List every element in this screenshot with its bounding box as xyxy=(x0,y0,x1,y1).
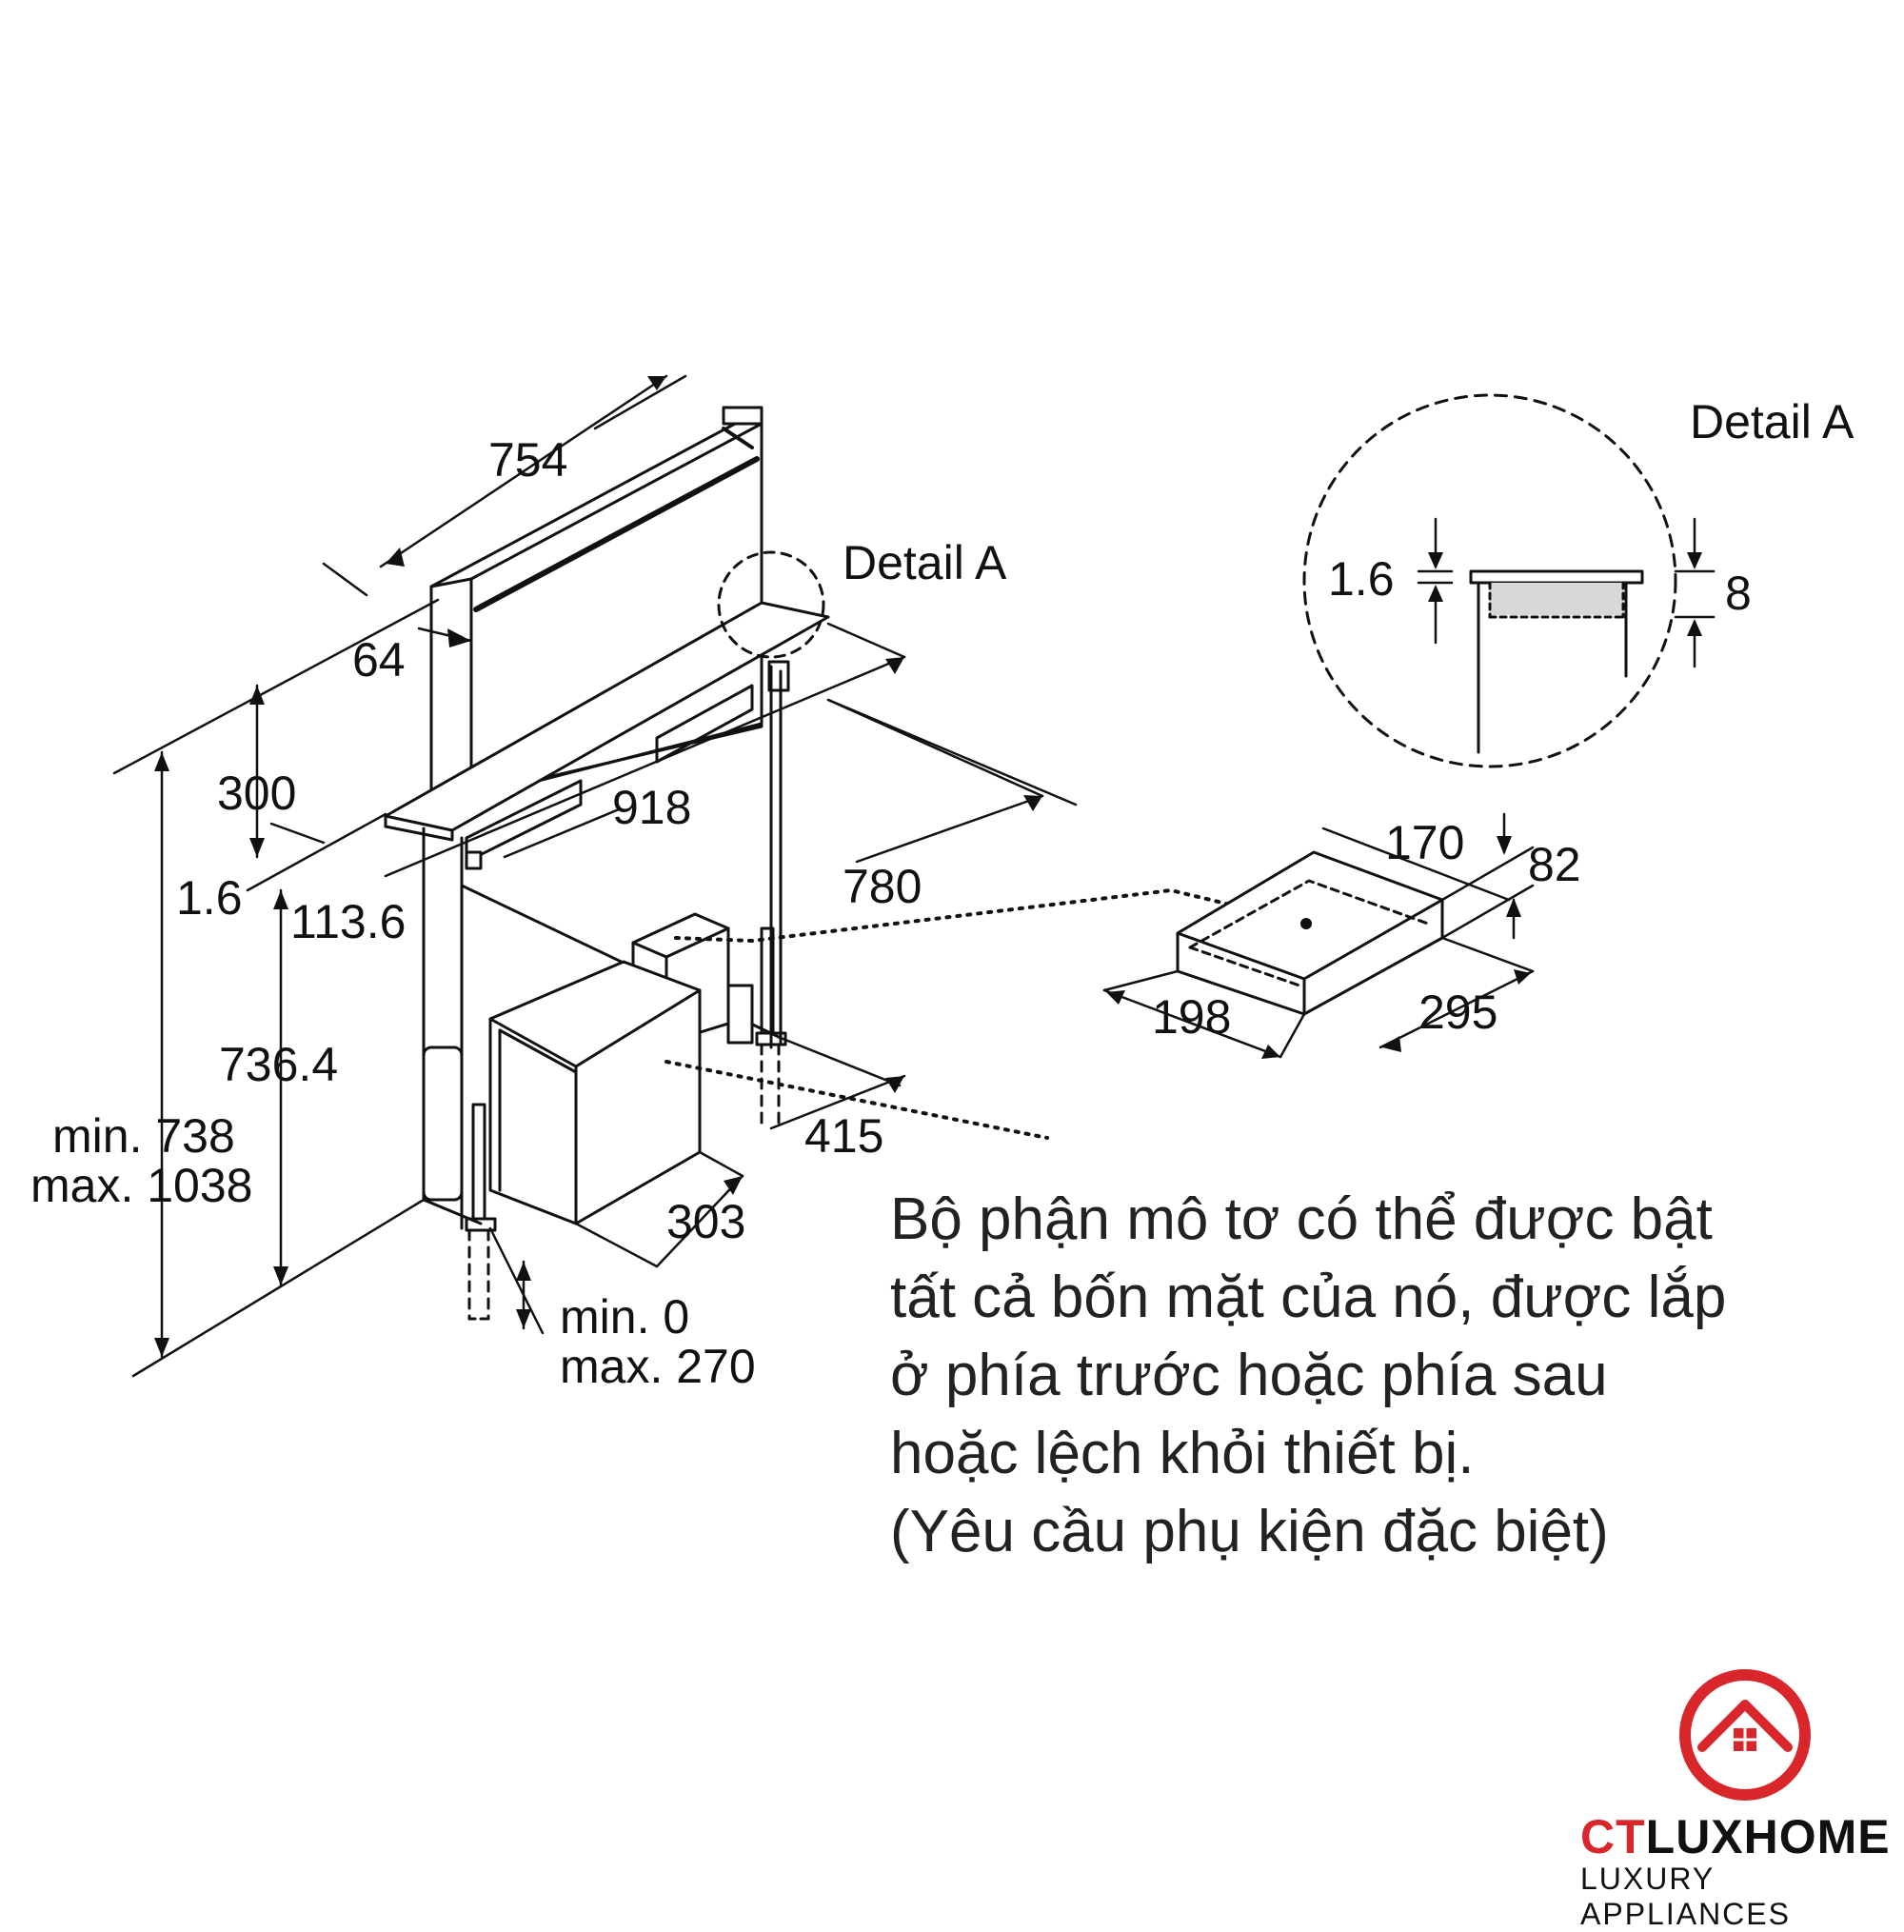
dim-170: 170 xyxy=(1385,816,1464,869)
dimension-labels: 754 64 300 918 1.6 113.6 780 736.4 min. … xyxy=(30,395,1854,1393)
dim-max-1038: max. 1038 xyxy=(30,1159,252,1212)
dim-1-6: 1.6 xyxy=(176,871,243,925)
detail-a-dim-8: 8 xyxy=(1725,567,1752,620)
motor-unit-arrows xyxy=(1106,836,1531,1059)
brand-tagline: LUXURY APPLIANCES xyxy=(1580,1862,1791,1931)
note-line: Bộ phận mô tơ có thể được bật xyxy=(890,1186,1713,1252)
detail-a-dim-1-6: 1.6 xyxy=(1328,552,1395,606)
dimension-lines xyxy=(112,374,1078,1378)
dim-415: 415 xyxy=(804,1109,883,1163)
dim-918: 918 xyxy=(612,781,691,834)
note-line: hoặc lệch khỏi thiết bị. xyxy=(890,1421,1475,1486)
brand-name-ct: CT xyxy=(1580,1810,1646,1863)
note-line: (Yêu cầu phụ kiện đặc biệt) xyxy=(890,1499,1609,1564)
hood-panel xyxy=(429,406,764,807)
dim-736-4: 736.4 xyxy=(219,1038,338,1091)
brand-name: CTLUXHOME xyxy=(1580,1809,1891,1864)
motor-unit-dot xyxy=(1300,918,1312,929)
detail-a-title: Detail A xyxy=(1690,395,1854,448)
detail-a-marker xyxy=(717,550,825,659)
dim-780: 780 xyxy=(843,860,922,913)
brand-name-rest: LUXHOME xyxy=(1645,1810,1891,1863)
dim-max-270: max. 270 xyxy=(560,1340,756,1393)
installation-note: Bộ phận mô tơ có thể được bật tất cả bốn… xyxy=(890,1181,1880,1571)
dim-754: 754 xyxy=(488,433,567,487)
dim-113-6: 113.6 xyxy=(290,895,406,948)
dim-64: 64 xyxy=(352,633,406,687)
detail-a-arrows xyxy=(1428,552,1702,636)
dim-82: 82 xyxy=(1528,838,1581,891)
note-line: ở phía trước hoặc phía sau xyxy=(890,1343,1608,1408)
arrowheads xyxy=(154,376,1042,1357)
dim-min-738: min. 738 xyxy=(52,1109,235,1163)
motor-unit-3d xyxy=(1176,850,1444,1016)
note-line: tất cả bốn mặt của nó, được lắp xyxy=(890,1265,1727,1330)
detail-a-label: Detail A xyxy=(843,536,1007,589)
brand-logo-icon xyxy=(1679,1669,1811,1801)
motor-unit-dims xyxy=(1102,812,1535,1059)
dim-295: 295 xyxy=(1418,986,1497,1039)
cooktop-plate xyxy=(384,601,830,842)
dim-300: 300 xyxy=(217,767,296,820)
dim-min-0: min. 0 xyxy=(560,1290,689,1344)
dim-303: 303 xyxy=(666,1195,745,1248)
dim-198: 198 xyxy=(1152,990,1231,1044)
motor-box xyxy=(488,960,702,1225)
detail-a-magnified xyxy=(1302,393,1716,768)
